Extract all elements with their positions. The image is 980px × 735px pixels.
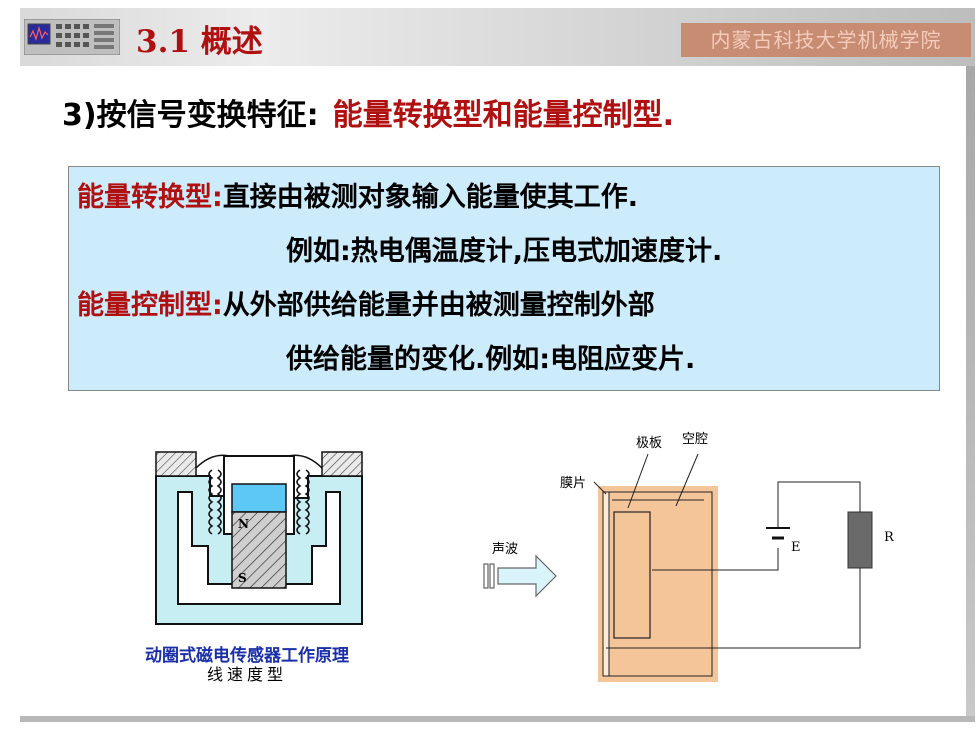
left-pole-plate bbox=[155, 451, 197, 477]
right-pole-plate bbox=[321, 451, 363, 477]
electrode-plate bbox=[613, 511, 651, 639]
figure-subcaption: 线速度型 bbox=[206, 665, 287, 684]
frame-right-edge bbox=[966, 66, 975, 716]
heading-highlight: 能量转换型和能量控制型. bbox=[332, 98, 674, 133]
magnet bbox=[231, 511, 287, 589]
plate-label: 极板 bbox=[636, 436, 663, 451]
diaphragm bbox=[602, 491, 610, 677]
resistor bbox=[847, 511, 873, 569]
coil-windings bbox=[208, 469, 310, 535]
conversion-row-1: 能量转换型:直接由被测对象输入能量使其工作. bbox=[77, 175, 638, 214]
control-line-2: 供给能量的变化.例如:电阻应变片. bbox=[286, 344, 696, 375]
institution-badge: 内蒙古科技大学机械学院 bbox=[681, 23, 971, 57]
sound-wave-label: 声波 bbox=[492, 542, 519, 557]
sound-wave-arrow-icon bbox=[483, 554, 557, 598]
conversion-line-2: 例如:热电偶温度计,压电式加速度计. bbox=[286, 236, 723, 267]
cavity-label: 空腔 bbox=[682, 432, 709, 447]
resistor-r-label: R bbox=[884, 530, 894, 545]
control-row-1: 能量控制型:从外部供给能量并由被测量控制外部 bbox=[77, 283, 655, 322]
header-bar: 3.1 概述 内蒙古科技大学机械学院 bbox=[20, 8, 975, 66]
instrument-logo-icon bbox=[24, 19, 120, 55]
conversion-term: 能量转换型: bbox=[77, 182, 223, 213]
moving-coil-sensor-diagram bbox=[155, 451, 363, 625]
heading-prefix: 3)按信号变换特征: bbox=[62, 98, 319, 133]
capacitive-mic-diagram bbox=[483, 453, 873, 682]
definitions-box: 能量转换型:直接由被测对象输入能量使其工作. 例如:热电偶温度计,压电式加速度计… bbox=[68, 166, 940, 391]
frame-bottom-edge bbox=[20, 716, 975, 722]
diaphragm-label: 膜片 bbox=[560, 476, 587, 491]
battery-e-label: E bbox=[791, 540, 801, 555]
control-line-1: 从外部供给能量并由被测量控制外部 bbox=[222, 290, 655, 321]
conversion-line-1: 直接由被测对象输入能量使其工作. bbox=[222, 182, 639, 213]
control-term: 能量控制型: bbox=[77, 290, 223, 321]
section-heading: 3)按信号变换特征: 能量转换型和能量控制型. bbox=[62, 90, 674, 134]
figure-caption: 动圈式磁电传感器工作原理 bbox=[145, 646, 349, 666]
pole-s-label: S bbox=[238, 571, 247, 585]
coil-armature bbox=[231, 483, 287, 513]
pole-n-label: N bbox=[238, 517, 249, 531]
page-title: 3.1 概述 bbox=[136, 24, 263, 60]
